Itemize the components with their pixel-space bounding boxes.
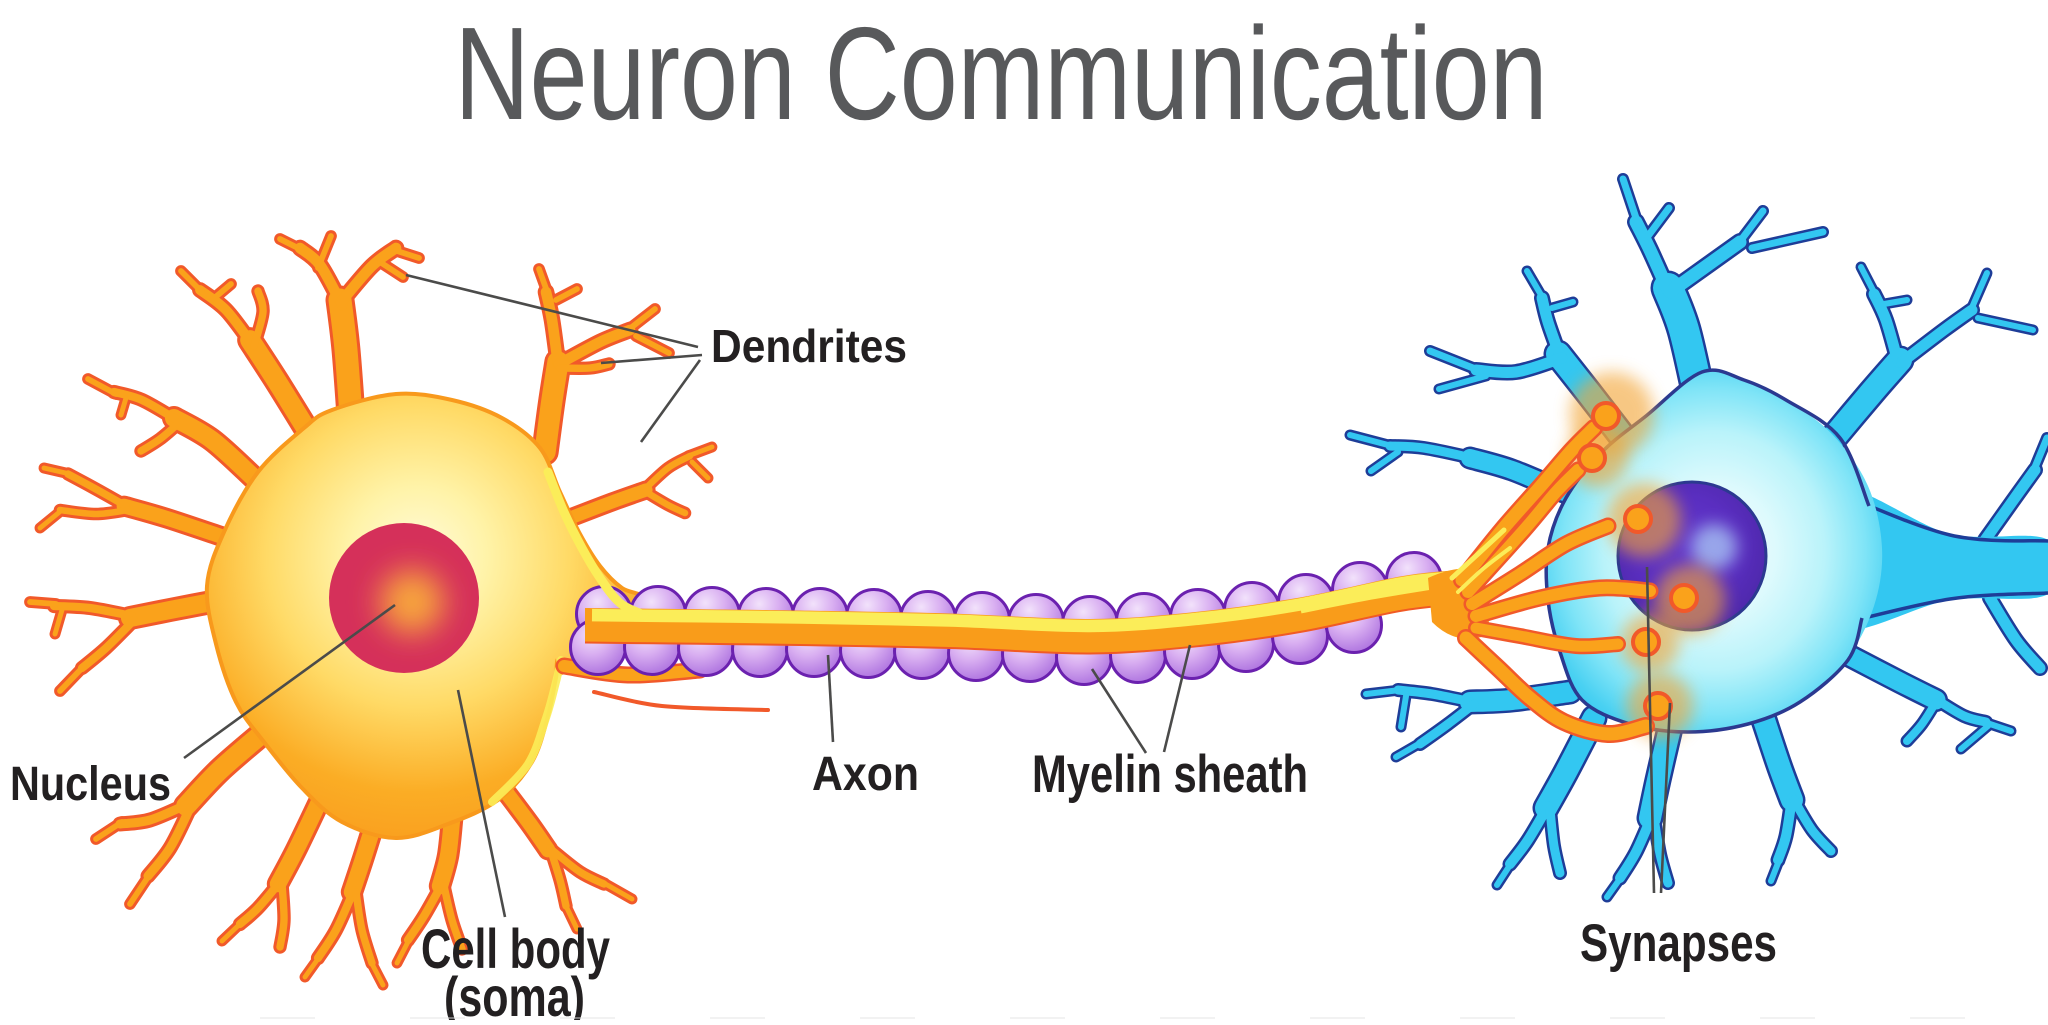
svg-text:Dendrites: Dendrites bbox=[711, 320, 907, 372]
svg-text:Nucleus: Nucleus bbox=[10, 758, 171, 811]
svg-text:Neuron Communication: Neuron Communication bbox=[455, 0, 1548, 147]
svg-text:Cell body: Cell body bbox=[421, 917, 610, 980]
svg-text:Myelin sheath: Myelin sheath bbox=[1032, 745, 1308, 804]
svg-text:(soma): (soma) bbox=[444, 965, 585, 1020]
svg-text:Axon: Axon bbox=[812, 748, 919, 801]
svg-text:Synapses: Synapses bbox=[1580, 914, 1777, 973]
